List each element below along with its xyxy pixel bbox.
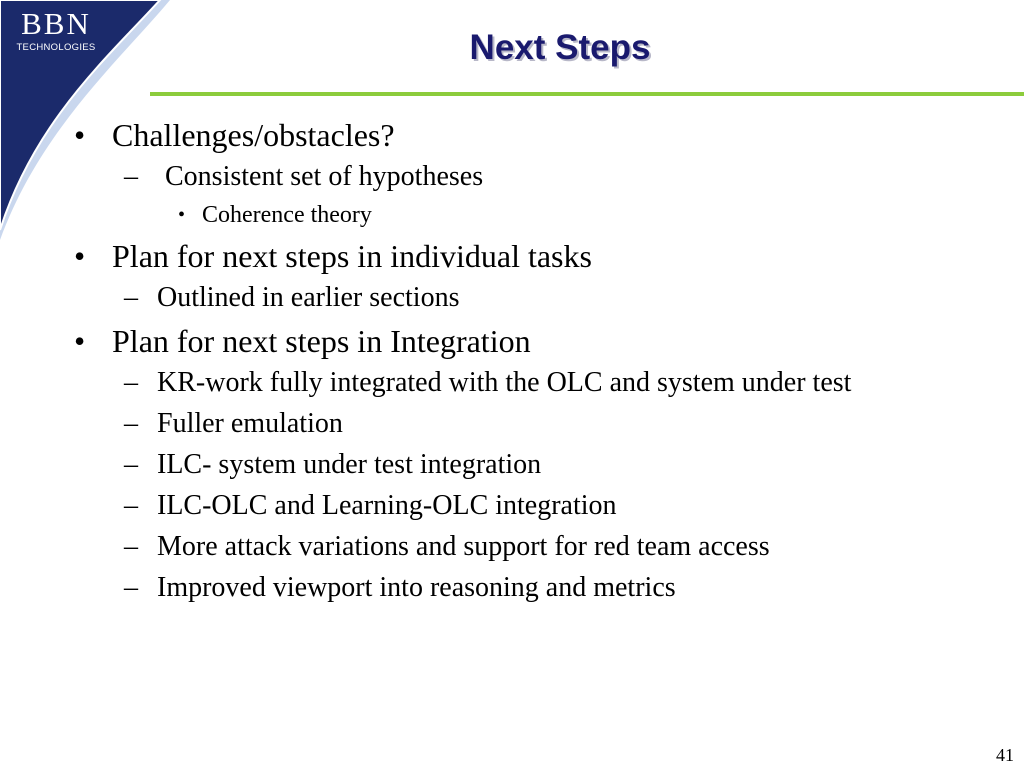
bullet-marker: • [74, 238, 86, 274]
slide-body: • Challenges/obstacles? – Consistent set… [72, 116, 982, 612]
sub-bullet-kr-work: – KR-work fully integrated with the OLC … [72, 366, 982, 399]
dash-marker: – [124, 161, 138, 192]
sub-bullet-text: More attack variations and support for r… [157, 531, 770, 562]
sub-bullet-text: KR-work fully integrated with the OLC an… [157, 367, 852, 398]
sub-bullet-fuller-emulation: – Fuller emulation [72, 407, 982, 440]
bbn-logo: BBN TECHNOLOGIES [8, 6, 104, 54]
bullet-individual-tasks: • Plan for next steps in individual task… [72, 237, 982, 275]
logo-mark: BBN [21, 6, 91, 41]
bullet-marker: • [178, 204, 186, 226]
dash-marker: – [124, 408, 138, 439]
bullet-challenges: • Challenges/obstacles? [72, 116, 982, 154]
bullet-marker: • [74, 323, 86, 359]
sub-bullet-hypotheses: – Consistent set of hypotheses [72, 160, 982, 193]
title-divider [150, 92, 1024, 96]
sub-sub-bullet-coherence: • Coherence theory [72, 201, 982, 229]
dash-marker: – [124, 367, 138, 398]
sub-bullet-text: ILC- system under test integration [157, 449, 542, 480]
sub-bullet-ilc-system: – ILC- system under test integration [72, 448, 982, 481]
dash-marker: – [124, 531, 138, 562]
sub-bullet-outlined: – Outlined in earlier sections [72, 281, 982, 314]
bullet-text: Plan for next steps in Integration [112, 323, 531, 359]
bullet-text: Challenges/obstacles? [112, 117, 395, 153]
dash-marker: – [124, 282, 138, 313]
sub-bullet-text: Improved viewport into reasoning and met… [157, 572, 676, 603]
page-number: 41 [996, 745, 1014, 765]
dash-marker: – [124, 490, 138, 521]
logo-subtitle: TECHNOLOGIES [16, 42, 96, 53]
sub-bullet-text: ILC-OLC and Learning-OLC integration [157, 490, 617, 521]
sub-bullet-text: Outlined in earlier sections [157, 282, 460, 313]
sub-bullet-attack-variations: – More attack variations and support for… [72, 530, 982, 563]
dash-marker: – [124, 449, 138, 480]
bullet-marker: • [74, 117, 86, 153]
dash-marker: – [124, 572, 138, 603]
sub-bullet-viewport: – Improved viewport into reasoning and m… [72, 571, 982, 604]
sub-bullet-text: Fuller emulation [157, 408, 343, 439]
slide-title: Next Steps [469, 28, 651, 67]
sub-sub-bullet-text: Coherence theory [202, 202, 372, 228]
bullet-text: Plan for next steps in individual tasks [112, 238, 592, 274]
sub-bullet-ilc-olc: – ILC-OLC and Learning-OLC integration [72, 489, 982, 522]
bullet-integration: • Plan for next steps in Integration [72, 322, 982, 360]
corner-swoosh-graphic [0, 0, 170, 240]
sub-bullet-text: Consistent set of hypotheses [165, 161, 484, 192]
